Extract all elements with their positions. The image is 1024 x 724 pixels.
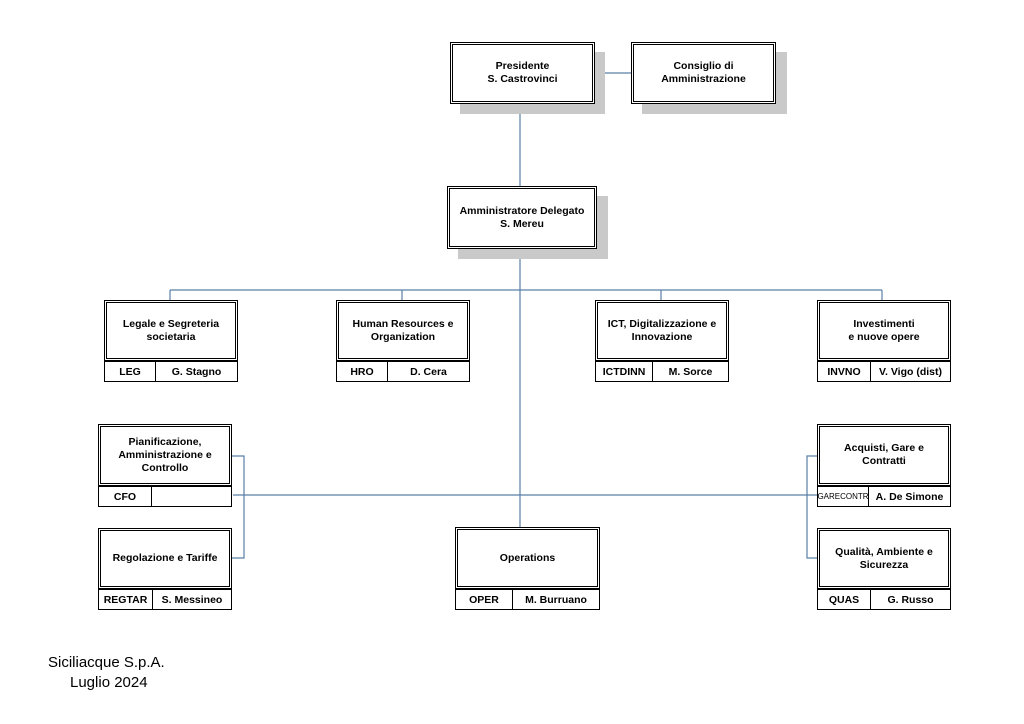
ceo-name: S. Mereu	[500, 217, 544, 230]
regtar-code-row: REGTAR S. Messineo	[98, 589, 232, 610]
cfo-line2: Amministrazione e	[118, 448, 212, 461]
legal-code: LEG	[105, 362, 156, 381]
procurement-person: A. De Simone	[875, 490, 944, 503]
cfo-person	[152, 487, 231, 506]
operations-person: M. Burruano	[525, 593, 587, 606]
hr-code-row: HRO D. Cera	[336, 361, 470, 382]
quality-line1: Qualità, Ambiente e	[835, 545, 933, 558]
operations-code-row: OPER M. Burruano	[455, 589, 600, 610]
regtar-person: S. Messineo	[161, 593, 223, 606]
regtar-line1: Regolazione e Tariffe	[112, 552, 218, 564]
president-box[interactable]: Presidente S. Castrovinci	[450, 42, 595, 104]
ceo-title: Amministratore Delegato	[459, 204, 585, 217]
invest-code: INVNO	[818, 362, 871, 381]
cfo-code-row: CFO	[98, 486, 232, 507]
hr-line1: Human Resources e	[352, 317, 454, 330]
hr-code: HRO	[337, 362, 388, 381]
operations-line1: Operations	[499, 551, 556, 564]
quality-person: G. Russo	[887, 593, 934, 606]
quality-box[interactable]: Qualità, Ambiente e Sicurezza	[817, 528, 951, 589]
procurement-code: GARECONTR	[817, 487, 869, 506]
ict-person: M. Sorce	[668, 365, 713, 378]
cfo-code: CFO	[99, 487, 152, 506]
hr-box[interactable]: Human Resources e Organization	[336, 300, 470, 361]
legal-person: G. Stagno	[171, 365, 222, 378]
footer-date: Luglio 2024	[70, 674, 148, 691]
ict-code: ICTDINN	[596, 362, 653, 381]
procurement-box[interactable]: Acquisti, Gare e Contratti	[817, 424, 951, 486]
cfo-line1: Pianificazione,	[128, 435, 202, 448]
hr-line2: Organization	[370, 330, 436, 343]
cfo-box[interactable]: Pianificazione, Amministrazione e Contro…	[98, 424, 232, 486]
invest-line2: e nuove opere	[848, 330, 920, 343]
quality-code-row: QUAS G. Russo	[817, 589, 951, 610]
board-line1: Consiglio di	[673, 60, 734, 72]
hr-person: D. Cera	[410, 365, 447, 378]
cfo-line3: Controllo	[141, 461, 189, 474]
quality-code: QUAS	[818, 590, 871, 609]
footer-company: Siciliacque S.p.A.	[48, 654, 165, 671]
board-line2: Amministrazione	[661, 73, 746, 85]
invest-person: V. Vigo (dist)	[878, 365, 942, 378]
president-title: Presidente	[495, 60, 550, 72]
ict-line2: Innovazione	[631, 330, 693, 343]
invest-box[interactable]: Investimenti e nuove opere	[817, 300, 951, 361]
ict-line1: ICT, Digitalizzazione e	[607, 317, 717, 330]
invest-line1: Investimenti	[853, 317, 915, 330]
procurement-line2: Contratti	[862, 455, 906, 467]
ceo-box[interactable]: Amministratore Delegato S. Mereu	[447, 186, 597, 249]
regtar-box[interactable]: Regolazione e Tariffe	[98, 528, 232, 589]
legal-code-row: LEG G. Stagno	[104, 361, 238, 382]
operations-box[interactable]: Operations	[455, 527, 600, 589]
invest-code-row: INVNO V. Vigo (dist)	[817, 361, 951, 382]
ict-box[interactable]: ICT, Digitalizzazione e Innovazione	[595, 300, 729, 361]
legal-line1: Legale e Segreteria	[122, 317, 220, 330]
legal-line2: societaria	[146, 330, 196, 343]
legal-box[interactable]: Legale e Segreteria societaria	[104, 300, 238, 361]
president-name: S. Castrovinci	[487, 73, 558, 85]
quality-line2: Sicurezza	[859, 558, 909, 571]
board-box[interactable]: Consiglio di Amministrazione	[631, 42, 776, 104]
ict-code-row: ICTDINN M. Sorce	[595, 361, 729, 382]
regtar-code: REGTAR	[99, 590, 153, 609]
operations-code: OPER	[456, 590, 513, 609]
procurement-line1: Acquisti, Gare e	[844, 442, 924, 454]
procurement-code-row: GARECONTR A. De Simone	[817, 486, 951, 507]
